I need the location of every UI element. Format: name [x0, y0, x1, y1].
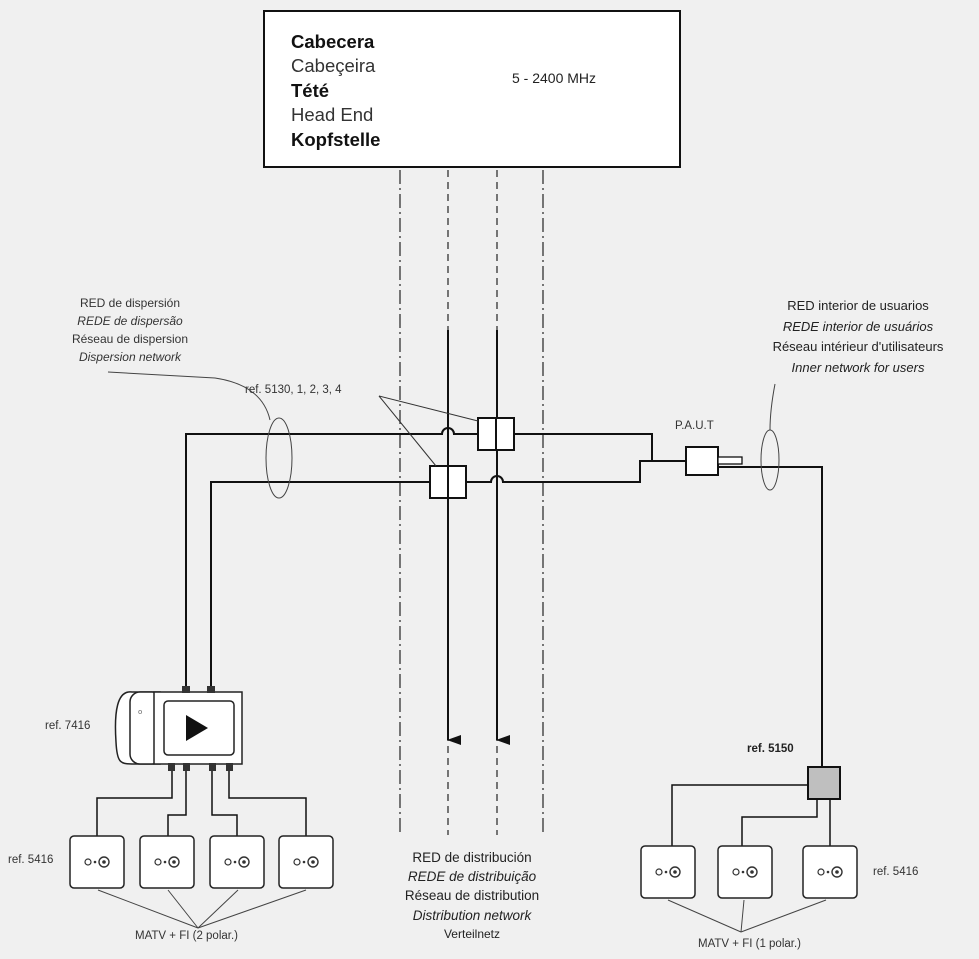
taps-ref-label: ref. 5130, 1, 2, 3, 4	[245, 384, 342, 396]
distribution-network-line: Verteilnetz	[443, 926, 501, 941]
splitter-box	[807, 766, 841, 800]
dispersion-network-label: RED de dispersión REDE de dispersão Rése…	[40, 294, 220, 366]
left-cable-2	[167, 771, 187, 838]
distribution-network-label: RED de distribución REDE de distribuição…	[372, 848, 572, 944]
right-cable-2	[741, 799, 818, 848]
headend-name: Kopfstelle	[291, 128, 381, 150]
dispersion-cable-lower	[210, 481, 430, 692]
distribution-network-line: Réseau de distribution	[404, 888, 540, 904]
inner-cable	[718, 466, 823, 768]
inner-network-line: REDE interior de usuários	[782, 318, 934, 334]
dispersion-bundle-ellipse	[265, 417, 293, 499]
distribution-network-line: RED de distribución	[412, 850, 532, 865]
inner-leader	[769, 383, 776, 431]
frequency-band: 5 - 2400 MHz	[512, 70, 597, 86]
left-caption-bracket	[97, 889, 307, 929]
dispersion-cable-upper-out	[514, 433, 653, 461]
wall-outlet	[278, 835, 334, 889]
left-cable-3	[211, 771, 238, 838]
dispersion-network-line: REDE de dispersão	[77, 314, 183, 328]
multiswitch-ref-label: ref. 7416	[45, 720, 91, 732]
right-caption-bracket	[667, 899, 827, 933]
inner-network-line: RED interior de usuarios	[787, 298, 929, 313]
taps-ref-leader-lower	[378, 395, 437, 467]
headend-box: Cabecera Cabeçeira Tété Head End Kopfste…	[263, 10, 681, 168]
wall-outlet	[802, 845, 858, 899]
right-outlets	[640, 845, 858, 899]
wall-outlet	[209, 835, 265, 889]
dispersion-cable-lower-out	[466, 460, 686, 483]
left-cable-4	[228, 771, 307, 838]
wall-outlet	[717, 845, 773, 899]
headend-name: Cabeçeira	[291, 55, 376, 77]
headend-name: Tété	[291, 79, 330, 101]
svg-text:o: o	[138, 708, 142, 716]
dispersion-cable-upper	[185, 427, 478, 692]
distribution-network-line: REDE de distribuição	[407, 869, 537, 885]
dispersion-network-line: Dispersion network	[78, 350, 182, 364]
left-outlet-ref-label: ref. 5416	[8, 854, 54, 866]
left-outlets-caption: MATV + FI (2 polar.)	[135, 930, 238, 942]
headend-name: Cabecera	[291, 31, 375, 52]
taps-ref-leader-upper	[378, 395, 479, 422]
right-outlet-ref-label: ref. 5416	[873, 866, 919, 878]
splitter-ref-label: ref. 5150	[747, 743, 794, 755]
left-cable-1	[96, 771, 173, 838]
inner-bundle-ellipse	[760, 429, 780, 491]
paut-box	[685, 446, 719, 476]
dispersion-network-line: RED de dispersión	[79, 296, 181, 310]
multiswitch-device: o	[114, 686, 243, 771]
inner-network-label: RED interior de usuarios REDE interior d…	[738, 296, 978, 378]
headend-names: Cabecera Cabeçeira Tété Head End Kopfste…	[291, 30, 380, 152]
wall-outlet	[69, 835, 125, 889]
right-cable-1	[671, 784, 808, 848]
inner-network-line: Réseau intérieur d'utilisateurs	[772, 339, 944, 354]
wall-outlet	[640, 845, 696, 899]
dispersion-leader	[107, 371, 271, 421]
inner-network-line: Inner network for users	[791, 359, 925, 375]
dispersion-network-line: Réseau de dispersion	[71, 332, 189, 346]
headend-name: Head End	[291, 104, 374, 126]
paut-connector	[717, 456, 743, 465]
paut-label: P.A.U.T	[675, 420, 714, 432]
left-outlets	[69, 835, 334, 889]
wall-outlet	[139, 835, 195, 889]
play-icon	[186, 715, 208, 741]
distribution-network-line: Distribution network	[412, 907, 532, 923]
right-outlets-caption: MATV + FI (1 polar.)	[698, 938, 801, 950]
